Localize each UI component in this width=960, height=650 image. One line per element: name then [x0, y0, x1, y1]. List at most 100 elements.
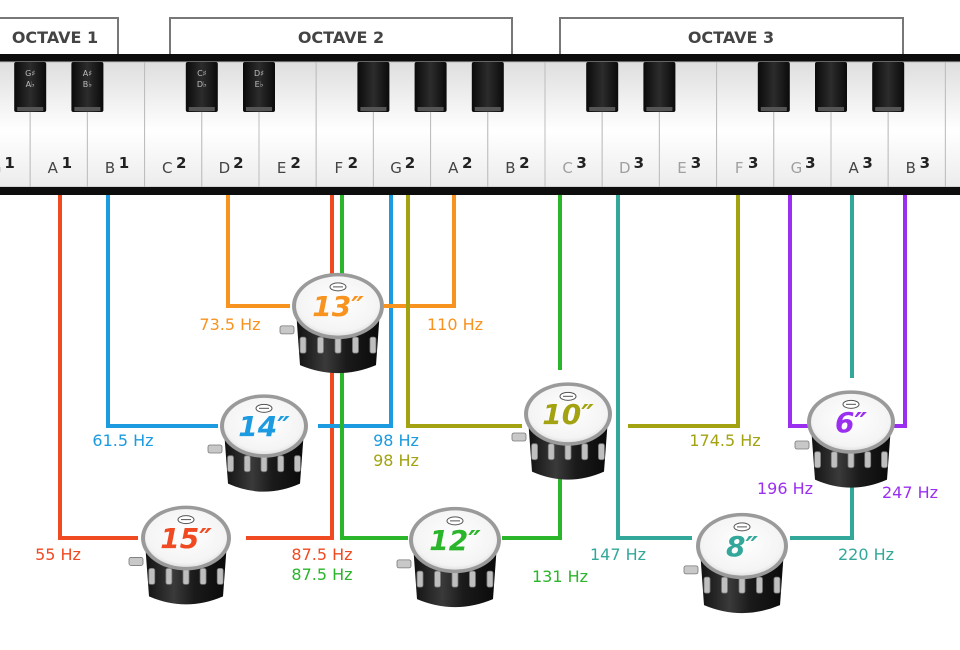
- connector-13-low: [226, 195, 290, 308]
- key-note-label: E: [277, 159, 286, 177]
- key-octave-number: 2: [176, 154, 186, 172]
- black-key[interactable]: [643, 62, 676, 112]
- key-note-label: B: [906, 159, 916, 177]
- key-octave-number: 3: [634, 154, 644, 172]
- freq-8-low: 147 Hz: [590, 545, 646, 564]
- freq-8-high: 220 Hz: [838, 545, 894, 564]
- black-key[interactable]: [872, 62, 905, 112]
- key-note-label: B: [505, 159, 515, 177]
- drum-mount: [683, 565, 699, 575]
- freq-13-low: 73.5 Hz: [199, 315, 260, 334]
- drum-head: [700, 516, 784, 576]
- drum-7: 8″: [683, 512, 788, 614]
- drum-head: [528, 385, 608, 443]
- freq-10-high: 174.5 Hz: [689, 431, 760, 450]
- connector-12-high-bottom: [502, 478, 562, 540]
- key-octave-number: 3: [920, 154, 930, 172]
- drum-mount: [128, 557, 144, 566]
- key-octave-number: 1: [119, 154, 129, 172]
- black-key-flat-label: A♭: [26, 80, 35, 89]
- freq-12-high: 131 Hz: [532, 567, 588, 586]
- black-key[interactable]: [414, 62, 447, 112]
- key-octave-number: 3: [748, 154, 758, 172]
- key-octave-number: 1: [4, 154, 14, 172]
- key-octave-number: 2: [405, 154, 415, 172]
- black-key[interactable]: [586, 62, 619, 112]
- drum-head: [224, 397, 304, 455]
- key-note-label: E: [677, 159, 686, 177]
- key-note-label: G: [791, 159, 803, 177]
- key-octave-number: 3: [805, 154, 815, 172]
- freq-14-high: 98 Hz: [373, 431, 419, 450]
- drum-5: 15″: [128, 505, 231, 605]
- black-key-sharp-label: C♯: [197, 69, 207, 78]
- key-note-label: F: [735, 159, 744, 177]
- drum-size-label: 15″: [160, 522, 212, 555]
- octave-2-bracket: [169, 17, 513, 54]
- drum-1: 13″: [279, 272, 384, 374]
- freq-12-low: 87.5 Hz: [291, 565, 352, 584]
- drum-head: [296, 276, 380, 336]
- black-key[interactable]: C♯D♭: [185, 62, 218, 112]
- octave-header: OCTAVE 1 OCTAVE 2 OCTAVE 3: [0, 17, 904, 54]
- drum-2: 14″: [207, 394, 308, 492]
- black-key-sharp-label: G♯: [25, 69, 35, 78]
- black-key[interactable]: G♯ A♭: [14, 62, 47, 112]
- drums: 13″14″10″6″15″12″8″: [128, 272, 895, 614]
- drum-mount: [279, 325, 295, 335]
- key-note-label: B: [105, 159, 115, 177]
- black-key[interactable]: A♯ B♭: [71, 62, 104, 112]
- freq-10-low: 98 Hz: [373, 451, 419, 470]
- black-key-sharp-label: A♯: [83, 69, 92, 78]
- black-key[interactable]: [757, 62, 790, 112]
- black-key-flat-label: B♭: [83, 80, 92, 89]
- octave-3-bracket: [559, 17, 904, 54]
- key-note-label: A: [48, 159, 59, 177]
- drum-size-label: 6″: [835, 406, 867, 439]
- drum-size-label: 8″: [726, 530, 758, 563]
- drum-mount: [207, 444, 223, 454]
- piano-keyboard: G1A1B1C2D2E2F2G2A2B2C3D3E3F3G3A3B3C G♯A♭…: [0, 54, 960, 195]
- white-key-c[interactable]: C: [944, 61, 960, 188]
- key-note-label: G: [390, 159, 402, 177]
- connector-10-low: [406, 195, 522, 428]
- freq-15-low: 55 Hz: [35, 545, 81, 564]
- key-note-label: F: [334, 159, 343, 177]
- key-note-label: C: [162, 159, 172, 177]
- drum-size-label: 14″: [238, 410, 290, 443]
- connector-10-high: [628, 195, 740, 428]
- drum-mount: [794, 440, 810, 450]
- connector-6-high: [894, 195, 907, 428]
- octave-1-bracket: [0, 17, 119, 54]
- freq-14-low: 61.5 Hz: [92, 431, 153, 450]
- connector-13-high: [384, 195, 456, 308]
- black-key-flat-label: E♭: [255, 80, 264, 89]
- key-octave-number: 2: [519, 154, 529, 172]
- drum-size-label: 12″: [429, 524, 481, 557]
- connector-6-low: [788, 195, 808, 428]
- black-key[interactable]: [815, 62, 847, 112]
- key-octave-number: 2: [233, 154, 243, 172]
- key-octave-number: 1: [62, 154, 72, 172]
- key-note-label: G: [0, 159, 1, 177]
- key-octave-number: 3: [576, 154, 586, 172]
- connector-8-high-bottom: [790, 478, 854, 540]
- octave-2-label: OCTAVE 2: [298, 28, 384, 47]
- freq-15-high: 87.5 Hz: [291, 545, 352, 564]
- drum-head: [413, 510, 497, 570]
- octave-3-label: OCTAVE 3: [688, 28, 774, 47]
- black-key[interactable]: [357, 62, 390, 112]
- key-note-label: A: [848, 159, 859, 177]
- keyboard-top-rail: [0, 54, 960, 62]
- black-key[interactable]: [471, 62, 504, 112]
- connector-14-low: [106, 195, 218, 428]
- key-octave-number: 3: [862, 154, 872, 172]
- drum-size-label: 13″: [312, 290, 364, 323]
- key-note-label: D: [219, 159, 231, 177]
- drum-4: 6″: [794, 390, 895, 488]
- drum-mount: [396, 559, 412, 569]
- octave-1-label: OCTAVE 1: [12, 28, 98, 47]
- black-key[interactable]: D♯E♭: [243, 62, 275, 112]
- connector-8-low: [616, 195, 692, 540]
